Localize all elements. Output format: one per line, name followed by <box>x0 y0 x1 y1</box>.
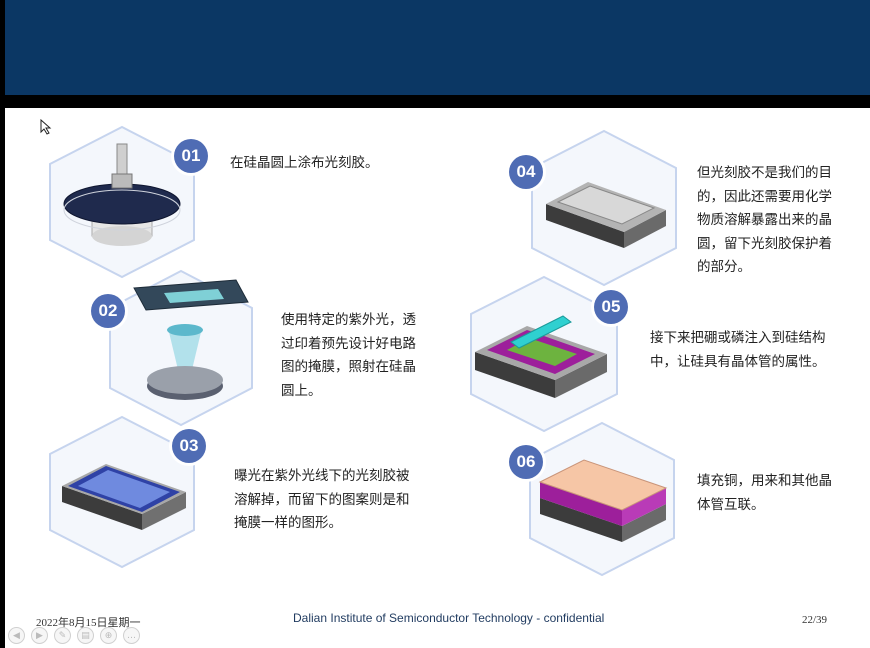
step-05-badge: 05 <box>594 290 628 324</box>
step-05-illustration <box>470 275 618 433</box>
step-06-text: 填充铜，用来和其他晶 体管互联。 <box>697 473 832 513</box>
page-number: 22/39 <box>802 614 828 626</box>
mouse-cursor-icon <box>40 119 52 135</box>
step-06-illustration <box>529 421 675 577</box>
step-05-text: 接下来把硼或磷注入到硅结构 中，让硅具有晶体管的属性。 <box>650 330 826 370</box>
step-02-text: 使用特定的紫外光，透 过印着预先设计好电路 图的掩膜，照射在硅晶 圆上。 <box>281 312 416 399</box>
next-icon[interactable]: ▶ <box>31 627 48 644</box>
step-03-badge: 03 <box>172 429 206 463</box>
prev-icon[interactable]: ◀ <box>8 627 25 644</box>
step-02-illustration <box>109 269 253 427</box>
menu-icon[interactable]: ▤ <box>77 627 94 644</box>
step-01-text: 在硅晶圆上涂布光刻胶。 <box>230 155 379 171</box>
step-04-illustration <box>531 129 677 287</box>
step-04-text: 但光刻胶不是我们的目 的，因此还需要用化学 物质溶解暴露出来的晶 圆，留下光刻胶… <box>697 165 832 275</box>
footer-confidential: Dalian Institute of Semiconductor Techno… <box>293 611 605 625</box>
more-icon[interactable]: … <box>123 627 140 644</box>
zoom-icon[interactable]: ⊕ <box>100 627 117 644</box>
step-01-badge: 01 <box>174 139 208 173</box>
step-02-badge: 02 <box>91 294 125 328</box>
slide-header-band <box>5 0 870 95</box>
footer-date: 2022年8月15日星期一 <box>36 617 141 629</box>
step-03-text: 曝光在紫外光线下的光刻胶被 溶解掉，而留下的图案则是和 掩膜一样的图形。 <box>234 468 410 531</box>
pen-icon[interactable]: ✎ <box>54 627 71 644</box>
step-06-badge: 06 <box>509 445 543 479</box>
slideshow-toolbar: ◀ ▶ ✎ ▤ ⊕ … <box>8 627 140 644</box>
step-04-badge: 04 <box>509 155 543 189</box>
step-01-illustration <box>49 125 195 279</box>
